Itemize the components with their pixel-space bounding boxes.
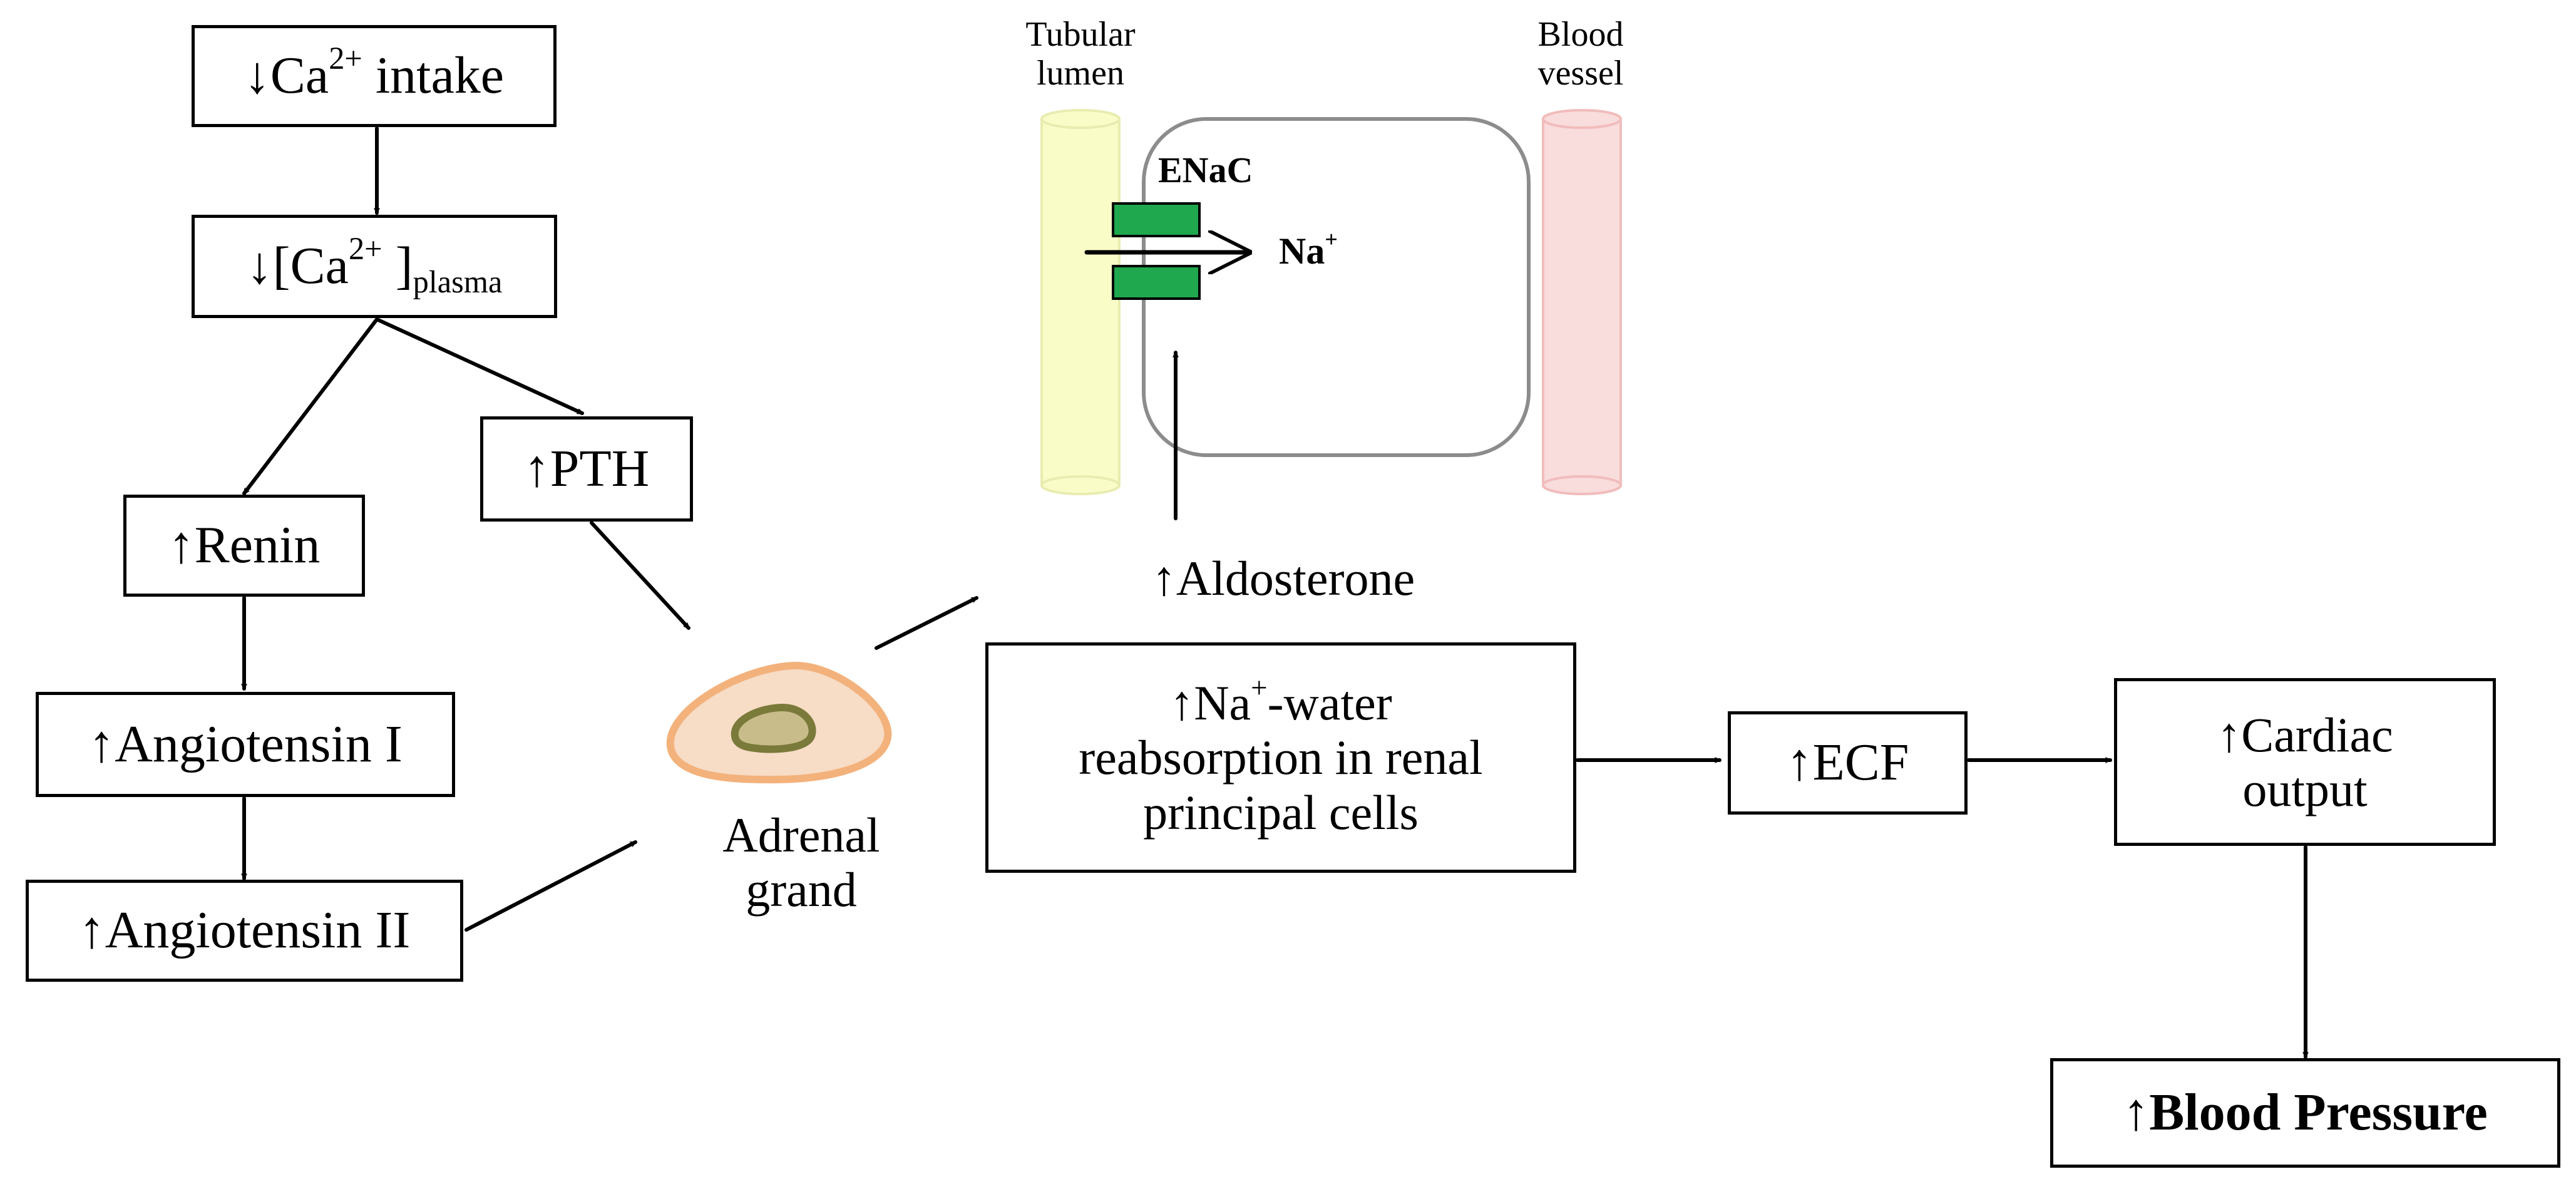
- arrow-angiotensin2-to-adrenal: [464, 840, 637, 932]
- na-reabsorption-text: ↑Na+-water reabsorption in renal princip…: [1079, 671, 1483, 840]
- ca-plasma-box: ↓[Ca2+ ]plasma: [192, 215, 557, 318]
- ecf-label: ↑ECF: [1786, 733, 1909, 792]
- pth-label: ↑PTH: [523, 439, 650, 498]
- enac-channel-top: [1112, 202, 1201, 237]
- arrow-plasma-to-renin: [242, 317, 379, 495]
- angiotensin-1-box: ↑Angiotensin I: [36, 692, 455, 797]
- blood-vessel-label: Blood vessel: [1537, 15, 1624, 93]
- ecf-box: ↑ECF: [1728, 711, 1968, 815]
- na-ion-label: Na+: [1279, 227, 1338, 272]
- adrenal-gland-label: Adrenal grand: [722, 808, 880, 917]
- pth-box: ↑PTH: [480, 416, 693, 522]
- enac-channel-bottom: [1112, 265, 1201, 300]
- renin-box: ↑Renin: [123, 495, 365, 597]
- angiotensin-2-label: ↑Angiotensin II: [78, 901, 411, 960]
- ca-intake-box: ↓Ca2+ intake: [192, 25, 557, 127]
- aldosterone-label: ↑Aldosterone: [1151, 551, 1415, 605]
- tubular-lumen-cylinder: [1040, 109, 1121, 495]
- enac-label: ENaC: [1158, 150, 1253, 190]
- blood-pressure-box: ↑Blood Pressure: [2050, 1058, 2560, 1168]
- arrow-adrenal-to-aldosterone: [875, 596, 978, 650]
- angiotensin-1-label: ↑Angiotensin I: [88, 714, 403, 773]
- renin-label: ↑Renin: [168, 516, 321, 575]
- angiotensin-2-box: ↑Angiotensin II: [26, 880, 463, 982]
- arrow-pth-to-adrenal: [590, 521, 690, 630]
- adrenal-gland-icon: [666, 661, 892, 784]
- cardiac-output-box: ↑Cardiac output: [2114, 678, 2496, 846]
- tubular-lumen-label: Tubular lumen: [1025, 15, 1136, 93]
- na-reabsorption-box: ↑Na+-water reabsorption in renal princip…: [985, 642, 1576, 873]
- ca-intake-text: ↓Ca2+ intake: [244, 41, 505, 105]
- blood-vessel-cylinder: [1542, 109, 1622, 495]
- ca-plasma-text: ↓[Ca2+ ]plasma: [246, 231, 503, 300]
- cardiac-output-text: ↑Cardiac output: [2217, 707, 2393, 816]
- blood-pressure-label: ↑Blood Pressure: [2123, 1083, 2488, 1142]
- arrow-plasma-to-pth: [375, 317, 584, 415]
